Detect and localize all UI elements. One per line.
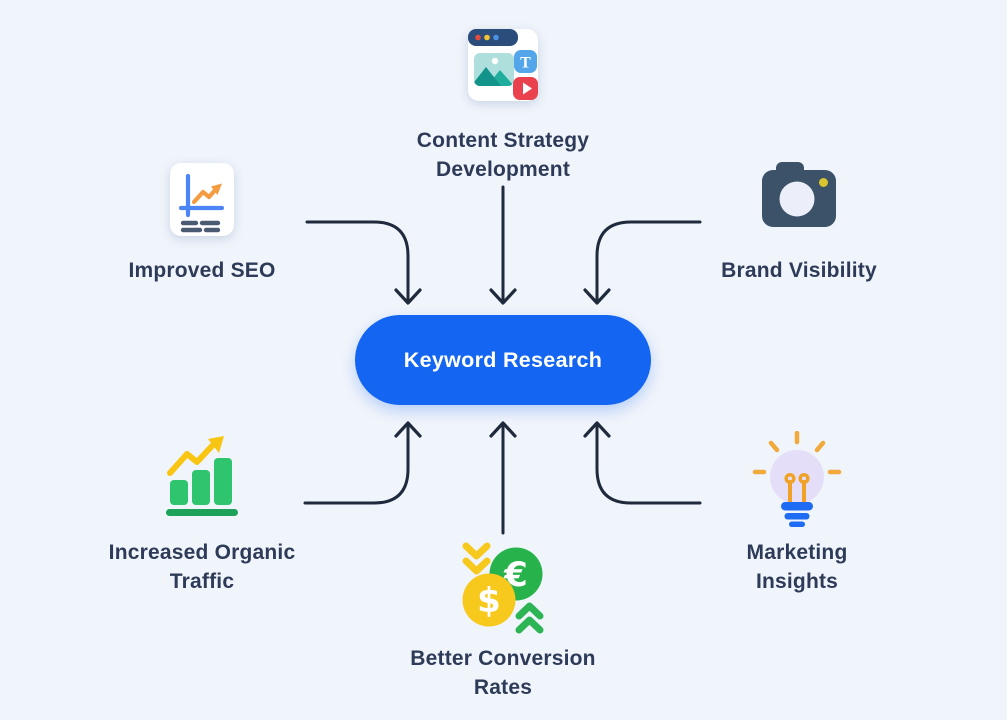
center-node-label: Keyword Research	[403, 347, 603, 372]
arrow-conversion-rates-to-center	[489, 421, 517, 535]
node-increased-organic-traffic: Increased Organic Traffic	[92, 433, 312, 596]
center-node-keyword-research: Keyword Research	[355, 315, 651, 405]
node-label: Improved SEO	[128, 259, 276, 282]
node-brand-visibility: Brand Visibility	[679, 161, 919, 285]
node-label: Increased Organic Traffic	[108, 541, 296, 593]
arrow-marketing-insights-to-center	[583, 421, 702, 505]
lightbulb-idea-icon	[751, 430, 843, 534]
node-label: Content Strategy Development	[416, 129, 590, 181]
seo-analytics-report-icon	[169, 162, 235, 242]
svg-text:$: $	[477, 581, 501, 621]
growth-bar-chart-icon	[160, 433, 244, 524]
camera-icon	[761, 161, 837, 233]
node-label: Marketing Insights	[746, 541, 848, 593]
browser-media-content-icon: T	[467, 28, 539, 107]
arrow-content-strategy-to-center	[489, 185, 517, 305]
node-marketing-insights: Marketing Insights	[727, 430, 867, 596]
node-better-conversion-rates: € $ Better Conversion Rates	[393, 537, 613, 702]
node-content-strategy-development: T Content Strategy Development	[388, 28, 618, 184]
currency-conversion-icon: € $	[458, 537, 548, 639]
node-improved-seo: Improved SEO	[82, 162, 322, 285]
node-label: Better Conversion Rates	[410, 647, 596, 699]
node-label: Brand Visibility	[721, 259, 877, 282]
arrow-improved-seo-to-center	[305, 220, 422, 305]
arrow-organic-traffic-to-center	[303, 421, 422, 505]
svg-text:T: T	[520, 55, 531, 72]
